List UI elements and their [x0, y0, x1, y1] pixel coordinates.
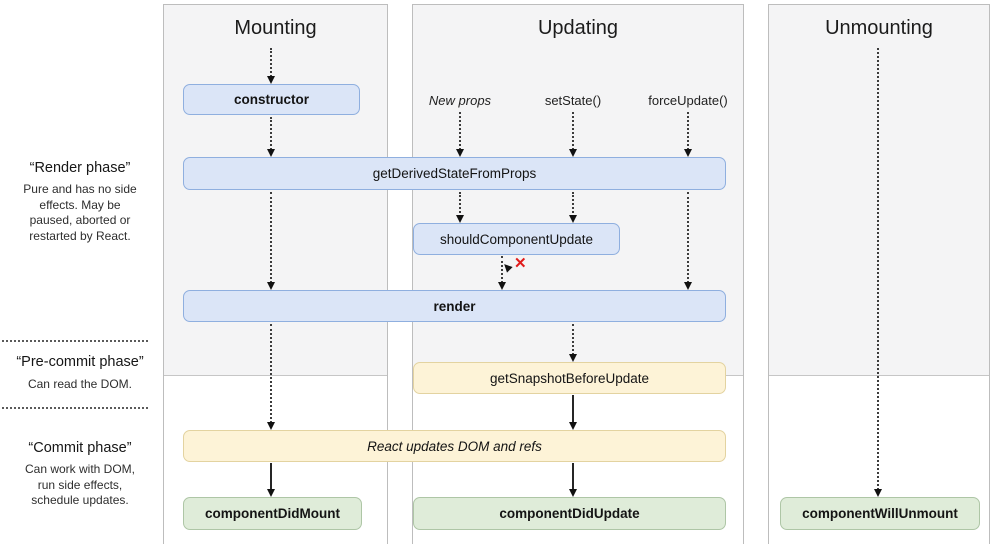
arrow-reactupdates-to-componentdidmount: [267, 463, 275, 497]
arrow-setstate-to-gdsfp: [569, 112, 577, 157]
arrow-gdsfp-to-render-mounting: [267, 192, 275, 290]
render-phase-title: “Render phase”: [29, 160, 131, 176]
phase-divider-top: [2, 340, 148, 342]
updating-column: Updating: [412, 4, 744, 544]
pre-commit-phase-description: Can read the DOM.: [27, 377, 133, 391]
unmounting-column: Unmounting: [768, 4, 990, 544]
get-derived-state-from-props-box: getDerivedStateFromProps: [183, 157, 726, 190]
render-phase-description: Pure and has no side effects. May be pau…: [23, 182, 137, 243]
component-will-unmount-box: componentWillUnmount: [780, 497, 980, 530]
arrow-scu-to-render: [498, 256, 506, 290]
component-did-update-box: componentDidUpdate: [413, 497, 726, 530]
pre-commit-phase-title: “Pre-commit phase”: [16, 354, 144, 370]
arrow-newprops-to-gdsfp: [456, 112, 464, 157]
arrow-forceupdate-to-gdsfp: [684, 112, 692, 157]
component-did-mount-box: componentDidMount: [183, 497, 362, 530]
arrow-unmounting-to-componentwillunmount: [874, 48, 882, 497]
unmounting-column-title: Unmounting: [825, 17, 933, 39]
arrow-render-to-reactupdates-mounting: [267, 324, 275, 430]
mounting-column-title: Mounting: [234, 17, 317, 39]
updating-column-title: Updating: [537, 17, 619, 39]
arrow-render-to-gsbu: [569, 324, 577, 362]
arrow-constructor-to-gdsfp: [267, 117, 275, 157]
arrow-gdsfp-to-scu-newprops: [456, 192, 464, 223]
setstate-label: setState(): [544, 93, 602, 108]
arrow-mounting-to-constructor: [267, 48, 275, 84]
arrow-gdsfp-to-render-forceupdate: [684, 192, 692, 290]
react-updates-dom-box: React updates DOM and refs: [183, 430, 726, 462]
arrow-gdsfp-to-scu-setstate: [569, 192, 577, 223]
render-box: render: [183, 290, 726, 322]
unmounting-render-phase-panel: [769, 5, 989, 376]
commit-phase-description: Can work with DOM, run side effects, sch…: [24, 462, 136, 507]
arrow-reactupdates-to-componentdidupdate: [569, 463, 577, 497]
abort-x-icon: ✕: [514, 255, 527, 272]
arrow-gsbu-to-reactupdates: [569, 395, 577, 430]
get-snapshot-before-update-box: getSnapshotBeforeUpdate: [413, 362, 726, 394]
phase-divider-bottom: [2, 407, 148, 409]
commit-phase-title: “Commit phase”: [28, 440, 132, 456]
forceupdate-label: forceUpdate(): [648, 93, 728, 108]
should-component-update-box: shouldComponentUpdate: [413, 223, 620, 255]
constructor-box: constructor: [183, 84, 360, 115]
new-props-label: New props: [428, 93, 492, 108]
